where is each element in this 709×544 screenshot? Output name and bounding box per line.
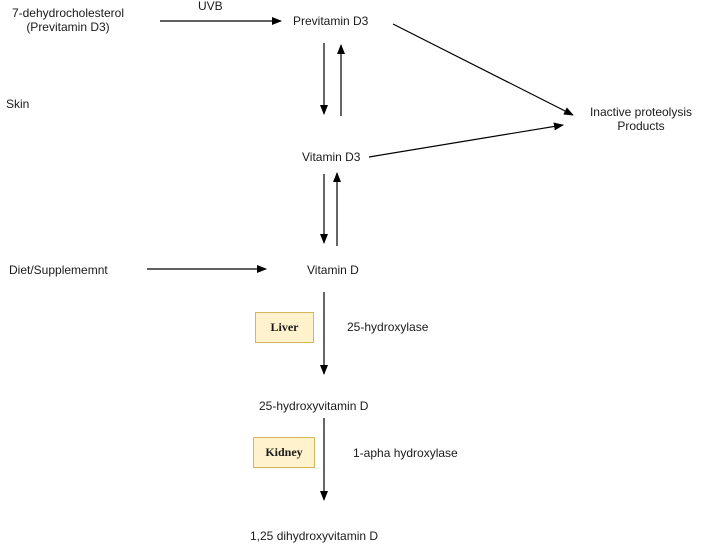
- 25-hydroxyvitamin-d-node: 25-hydroxyvitamin D: [259, 399, 369, 413]
- dehydrocholesterol-node: 7-dehydrocholesterol (Previtamin D3): [2, 6, 134, 34]
- inactive-products-label: Inactive proteolysis: [589, 105, 693, 119]
- kidney-label: Kidney: [265, 445, 303, 459]
- inactive-products-node: Inactive proteolysis Products: [583, 105, 699, 133]
- 25-hydroxylase-enzyme-label: 25-hydroxylase: [347, 320, 429, 334]
- skin-label: Skin: [6, 97, 30, 111]
- vitamin-d3-to-inactive-arrow: [368, 122, 564, 158]
- diet-supplement-node: Diet/Suppleme​mnt: [9, 263, 108, 277]
- vitamin-d3-node: Vitamin D3: [302, 150, 361, 164]
- dihydroxyvitamin-d-node: 1,25 dihydroxyvitamin D: [250, 529, 379, 543]
- liver-label: Liver: [270, 320, 299, 334]
- 1-alpha-hydroxylase-enzyme-label: 1-apha hydroxylase: [353, 446, 458, 460]
- vitamin-d-node: Vitamin D: [307, 263, 359, 277]
- liver-box: Liver: [255, 312, 314, 343]
- dehydrocholesterol-label: 7-dehydrocholesterol: [11, 6, 125, 20]
- inactive-products-sublabel: Products: [617, 119, 665, 133]
- previtamin-d3-node: Previtamin D3: [293, 14, 369, 28]
- uvb-label: UVB: [198, 0, 223, 13]
- kidney-box: Kidney: [253, 437, 315, 468]
- dehydrocholesterol-sublabel: (Previtamin D3): [26, 20, 110, 34]
- previtamin-to-inactive-arrow: [392, 23, 574, 116]
